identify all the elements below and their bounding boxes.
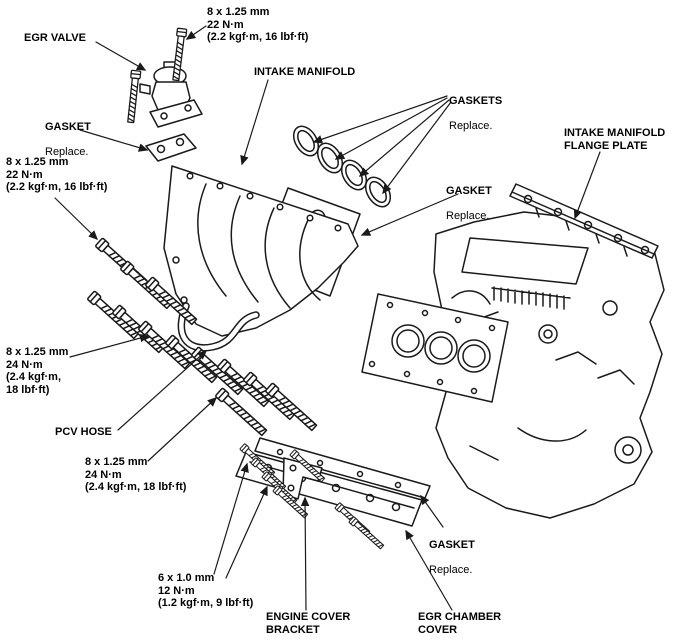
label-torque-6mm: 6 x 1.0 mm 12 N·m (1.2 kgf·m, 9 lbf·ft) — [158, 572, 254, 609]
label-flange-plate: INTAKE MANIFOLD FLANGE PLATE — [564, 127, 666, 152]
label-torque-top: 8 x 1.25 mm 22 N·m (2.2 kgf·m, 16 lbf·ft… — [207, 6, 309, 43]
label-gasket-middle-sub: Replace. — [446, 209, 490, 222]
egr-valve-drawing — [139, 61, 203, 128]
pcv-hose-drawing — [177, 302, 260, 352]
label-gasket-upper-left: GASKET Replace. — [45, 108, 91, 171]
label-egr-valve: EGR VALVE — [24, 32, 86, 44]
label-gaskets-title: GASKETS — [449, 94, 503, 107]
label-gaskets: GASKETS Replace. — [449, 82, 502, 145]
head-port-plate-drawing — [361, 293, 509, 403]
label-gasket-lower-sub: Replace. — [429, 563, 473, 576]
leader-lines — [54, 25, 601, 611]
label-gasket-middle-title: GASKET — [446, 184, 492, 197]
label-intake-manifold: INTAKE MANIFOLD — [254, 66, 356, 78]
label-gaskets-sub: Replace. — [449, 119, 493, 132]
label-gasket-upper-left-sub: Replace. — [45, 145, 89, 158]
engine-block-drawing — [431, 211, 665, 519]
label-gasket-upper-left-title: GASKET — [45, 120, 91, 133]
flange-plate-drawing — [509, 183, 659, 259]
label-gasket-lower-title: GASKET — [429, 538, 475, 551]
label-gasket-middle: GASKET Replace. — [446, 172, 492, 235]
label-torque-24-mid: 8 x 1.25 mm 24 N·m (2.4 kgf·m, 18 lbf·ft… — [85, 456, 187, 493]
intake-manifold-drawing — [163, 165, 359, 337]
port-gasket-rings-drawing — [292, 125, 392, 208]
label-pcv-hose: PCV HOSE — [55, 426, 112, 438]
egr-gasket-drawing — [145, 133, 197, 162]
label-torque-24-left: 8 x 1.25 mm 24 N·m (2.4 kgf·m, 18 lbf·ft… — [6, 346, 69, 396]
egr-chamber-cover-drawing — [235, 451, 423, 527]
label-gasket-lower: GASKET Replace. — [429, 526, 475, 589]
label-egr-chamber-cover: EGR CHAMBER COVER — [418, 611, 502, 636]
label-torque-22-left: 8 x 1.25 mm 22 N·m (2.2 kgf·m, 16 lbf·ft… — [6, 156, 108, 193]
label-engine-cover-bracket: ENGINE COVER BRACKET — [266, 611, 351, 636]
